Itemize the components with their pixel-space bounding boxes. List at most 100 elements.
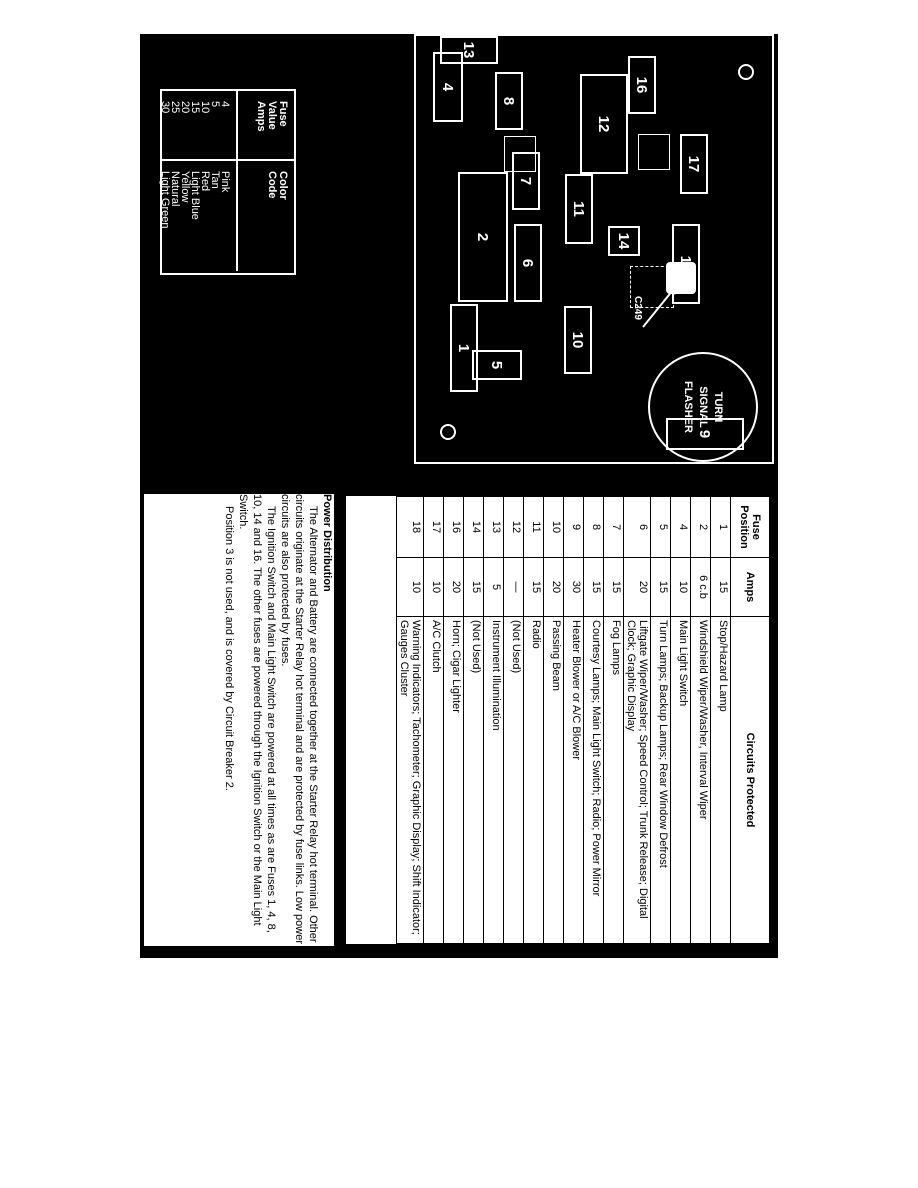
circuits-cell: Turn Lamps; Backup Lamps; Rear Window De… (650, 616, 671, 944)
fuse-11: 11 (565, 174, 593, 244)
circuits-cell: A/C Clutch (423, 616, 444, 944)
fuse-box-diagram: 13 4 8 16 12 7 17 11 2 14 14 6 1 10 5 9 … (408, 34, 778, 486)
amps-cell: — (503, 557, 524, 617)
fuse-position-cell: 8 (583, 496, 604, 558)
fuse-position-cell: 5 (650, 496, 671, 558)
diagram-panel: 13 4 8 16 12 7 17 11 2 14 14 6 1 10 5 9 … (140, 34, 778, 958)
fuse-18: 17 (680, 134, 708, 194)
fuse-value-header: Fuse Value Amps (236, 91, 294, 159)
color-cell: Tan (209, 171, 221, 189)
turn-signal-flasher: TURN SIGNAL FLASHER (648, 352, 758, 462)
amps-cell: 5 (209, 101, 221, 108)
amps-cell: 20 (179, 101, 191, 114)
amps-cell: 15 (710, 557, 731, 617)
amps-cell: 10 (199, 101, 211, 114)
amps-cell: 15 (189, 101, 201, 114)
amps-cell: 20 (443, 557, 464, 617)
amps-cell: 6 c.b (690, 557, 711, 617)
amps-cell: 25 (169, 101, 181, 114)
relay-socket-icon (504, 136, 536, 172)
color-code-header: Color Code (236, 161, 294, 271)
fuse-2: 2 (458, 172, 508, 302)
circuits-cell: Liftgate Wiper/Washer; Speed Control; Tr… (623, 616, 651, 944)
fuse-position-cell: 17 (423, 496, 444, 558)
header-line: Amps (255, 101, 267, 132)
fuse-color-code-table: Fuse Value Amps 4 5 10 15 20 25 30 Color… (159, 89, 296, 275)
circuits-cell: Instrument Illumination (483, 616, 504, 944)
circuits-cell: Windshield Wiper/Washer, Interval Wiper (690, 616, 711, 944)
fuse-position-cell: 2 (690, 496, 711, 558)
rotated-content: 13 4 8 16 12 7 17 11 2 14 14 6 1 10 5 9 … (140, 34, 778, 958)
flasher-line-3: FLASHER (682, 381, 695, 433)
fuse-4: 4 (433, 52, 463, 122)
fuse-5: 5 (472, 350, 522, 380)
circuits-cell: Horn; Cigar Lighter (443, 616, 464, 944)
table-row: 12—(Not Used) (503, 496, 524, 944)
fuse-position-cell: 9 (563, 496, 584, 558)
flasher-line-2: SIGNAL (697, 386, 710, 428)
amps-cell: 20 (623, 557, 651, 617)
header-line: Code (266, 171, 278, 199)
amps-cell: 15 (650, 557, 671, 617)
header-line: Value (266, 101, 278, 130)
power-distribution-title: Power Distribution (321, 494, 333, 592)
power-distribution-paragraph-1: The Alternator and Battery are connected… (279, 494, 319, 945)
circuits-cell: Fog Lamps (603, 616, 624, 944)
fuse-6: 6 (514, 224, 542, 302)
amps-cell: 5 (483, 557, 504, 617)
fuse-position-cell: 7 (603, 496, 624, 558)
pointer-arrow-icon (642, 283, 679, 328)
power-distribution-paragraph-3: Position 3 is not used, and is covered b… (223, 506, 235, 791)
color-cell: Natural (169, 171, 181, 207)
fuse-position-cell: 10 (543, 496, 564, 558)
amps-cell: 20 (543, 557, 564, 617)
circuits-cell: (Not Used) (503, 616, 524, 944)
fuse-position-cell: 18 (396, 496, 424, 558)
fuse-position-cell: 11 (523, 496, 544, 558)
circuits-cell: Passing Beam (543, 616, 564, 944)
circuits-cell: Courtesy Lamps; Main Light Switch; Radio… (583, 616, 604, 944)
color-code-column: Color Code Pink Tan Red Light Blue Yello… (159, 161, 294, 271)
table-header-row: Fuse Position Amps Circuits Protected (730, 496, 770, 944)
header-line: Fuse (277, 101, 289, 127)
mounting-hole-icon (440, 424, 456, 440)
color-cell: Pink (219, 171, 231, 193)
circuits-cell: Warning Indicators; Tachometer; Graphic … (396, 616, 424, 944)
amps-cell: 10 (423, 557, 444, 617)
fuse-position-cell: 16 (443, 496, 464, 558)
amps-cell: 4 (219, 101, 231, 108)
connector-label: C249 (632, 296, 643, 320)
power-distribution-section: Power Distribution The Alternator and Ba… (144, 494, 334, 946)
header-line: Color (277, 171, 289, 200)
amps-cell: 15 (603, 557, 624, 617)
amps-cell: 15 (463, 557, 484, 617)
circuits-cell: (Not Used) (463, 616, 484, 944)
fuse-8: 8 (495, 72, 523, 130)
mounting-hole-icon (738, 64, 754, 80)
circuits-cell: Radio (523, 616, 544, 944)
amps-cell: 10 (396, 557, 424, 617)
fuse-position-cell: 12 (503, 496, 524, 558)
color-cell: Light Green (159, 171, 171, 229)
circuits-header: Circuits Protected (730, 616, 770, 944)
circuits-cell: Stop/Hazard Lamp (710, 616, 731, 944)
fuse-12: 12 (580, 74, 628, 174)
fuse-position-cell: 14 (463, 496, 484, 558)
fuse-16: 16 (628, 56, 656, 114)
amps-cell: 10 (670, 557, 691, 617)
fuse-value-column: Fuse Value Amps 4 5 10 15 20 25 30 (159, 91, 294, 161)
relay-socket-icon (638, 134, 670, 170)
